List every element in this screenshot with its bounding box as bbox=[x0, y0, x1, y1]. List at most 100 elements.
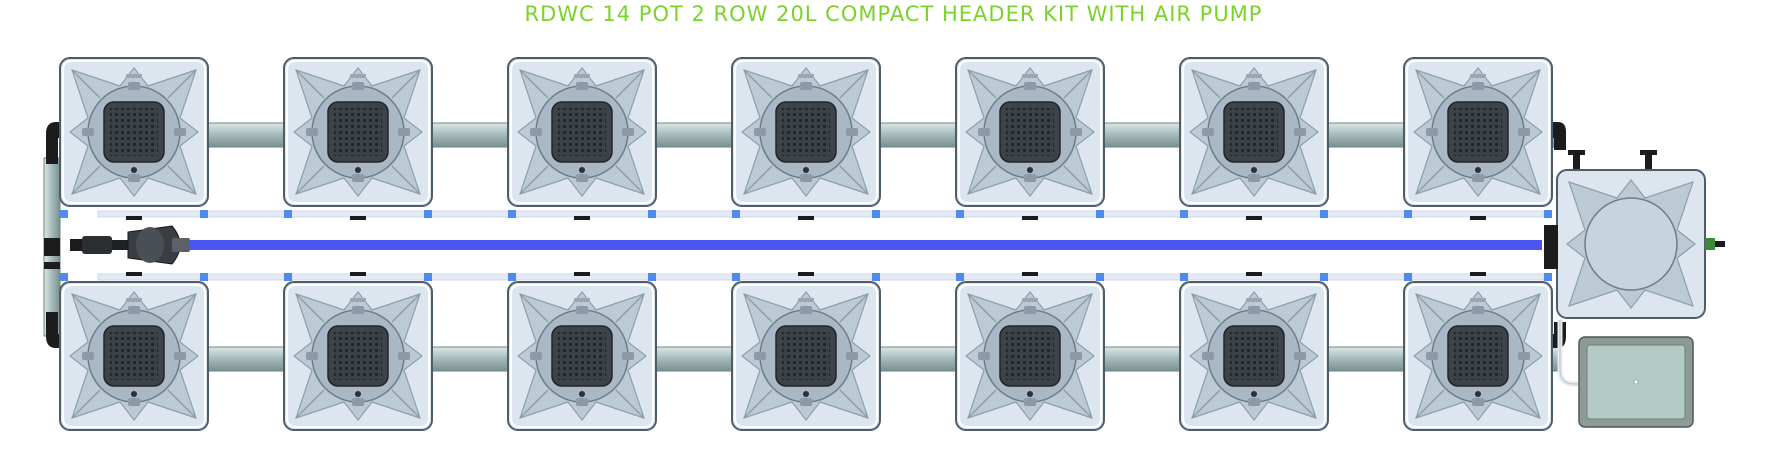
pot-highlight bbox=[1182, 60, 1326, 204]
ring-tab bbox=[1248, 306, 1260, 314]
header-post-right bbox=[1645, 150, 1652, 170]
net-pot-mesh bbox=[558, 332, 606, 380]
ring-tab bbox=[82, 352, 94, 360]
ring-tab bbox=[1248, 398, 1260, 406]
coupler-left bbox=[44, 262, 60, 269]
pot-clip-bottom bbox=[350, 272, 366, 276]
ring-tab bbox=[622, 352, 634, 360]
air-stone-connector-top bbox=[1320, 210, 1328, 218]
ring-tab bbox=[978, 128, 990, 136]
ring-tab bbox=[1024, 82, 1036, 90]
lid-ridges bbox=[519, 293, 645, 419]
header-post-left bbox=[1573, 150, 1580, 170]
pot-1 bbox=[59, 57, 209, 207]
pot-clip-bottom bbox=[574, 272, 590, 276]
pot-highlight bbox=[62, 284, 206, 428]
air-stone-connector-bottom bbox=[284, 273, 292, 281]
air-stone-connector-top bbox=[200, 210, 208, 218]
ring-tab bbox=[1472, 174, 1484, 182]
drain-indicator bbox=[1475, 391, 1481, 397]
ring-tab bbox=[1070, 352, 1082, 360]
ring-tab bbox=[846, 352, 858, 360]
pot-clip-top bbox=[1470, 216, 1486, 220]
air-stone-connector-bottom bbox=[732, 273, 740, 281]
ring-tab bbox=[978, 352, 990, 360]
header-outlet-valve bbox=[1705, 238, 1715, 250]
ring-tab bbox=[846, 128, 858, 136]
air-stone-connector-bottom bbox=[200, 273, 208, 281]
pot-clip-top bbox=[798, 216, 814, 220]
pot-highlight bbox=[1406, 60, 1550, 204]
ring-tab bbox=[754, 352, 766, 360]
pot-handle bbox=[1022, 298, 1038, 302]
pot-clip-top bbox=[1022, 216, 1038, 220]
pot-handle bbox=[798, 298, 814, 302]
header-post-cap-right bbox=[1640, 150, 1657, 155]
air-stone-connector-bottom bbox=[1180, 273, 1188, 281]
pot-clip-bottom bbox=[798, 272, 814, 276]
control-box-indicator bbox=[1633, 379, 1639, 385]
drain-indicator bbox=[131, 167, 137, 173]
ring-tab bbox=[82, 128, 94, 136]
air-stone-connector-top bbox=[1096, 210, 1104, 218]
pot-highlight bbox=[1406, 284, 1550, 428]
air-connector bbox=[112, 240, 128, 250]
drain-indicator bbox=[1027, 167, 1033, 173]
ring-tab bbox=[576, 174, 588, 182]
pot-clip-bottom bbox=[1470, 272, 1486, 276]
drain-indicator bbox=[803, 167, 809, 173]
net-pot-mesh bbox=[110, 108, 158, 156]
pot-highlight bbox=[286, 60, 430, 204]
pot-highlight bbox=[286, 284, 430, 428]
pot-10 bbox=[507, 281, 657, 431]
pot-handle bbox=[574, 74, 590, 78]
air-stone-connector-top bbox=[424, 210, 432, 218]
net-pot-mesh bbox=[110, 332, 158, 380]
ring-tab bbox=[1248, 174, 1260, 182]
pot-highlight bbox=[62, 60, 206, 204]
air-pump-assembly bbox=[70, 225, 190, 265]
lid-ridges bbox=[1191, 69, 1317, 195]
air-pump-outlet bbox=[172, 238, 190, 252]
ring-tab bbox=[1070, 128, 1082, 136]
net-pot-mesh bbox=[1006, 332, 1054, 380]
air-stone-connector-bottom bbox=[1404, 273, 1412, 281]
ring-tab bbox=[352, 174, 364, 182]
ring-tab bbox=[1248, 82, 1260, 90]
air-stone-connector-top bbox=[60, 210, 68, 218]
ring-tab bbox=[800, 174, 812, 182]
drain-indicator bbox=[355, 391, 361, 397]
pot-highlight bbox=[1182, 284, 1326, 428]
ring-tab bbox=[1024, 398, 1036, 406]
ring-tab bbox=[174, 352, 186, 360]
air-stone-connector-top bbox=[284, 210, 292, 218]
lid-ridges bbox=[743, 293, 869, 419]
net-pot-mesh bbox=[334, 332, 382, 380]
ring-tab bbox=[352, 82, 364, 90]
air-stone-connector-bottom bbox=[1544, 273, 1552, 281]
ring-tab bbox=[800, 306, 812, 314]
ring-tab bbox=[1426, 128, 1438, 136]
ring-tab bbox=[1202, 352, 1214, 360]
pot-clip-bottom bbox=[1246, 272, 1262, 276]
pot-handle bbox=[798, 74, 814, 78]
pot-handle bbox=[1246, 298, 1262, 302]
net-pot-mesh bbox=[1454, 108, 1502, 156]
air-stone-connector-top bbox=[1544, 210, 1552, 218]
drain-indicator bbox=[1027, 391, 1033, 397]
pot-8 bbox=[59, 281, 209, 431]
pot-14 bbox=[1403, 281, 1553, 431]
drain-indicator bbox=[579, 391, 585, 397]
drain-indicator bbox=[579, 167, 585, 173]
header-assembly bbox=[1544, 150, 1725, 428]
tee-left bbox=[44, 238, 60, 256]
pot-highlight bbox=[510, 284, 654, 428]
net-pot-mesh bbox=[558, 108, 606, 156]
lid-ridges bbox=[1415, 293, 1541, 419]
pot-handle bbox=[1470, 74, 1486, 78]
net-pot-mesh bbox=[1006, 108, 1054, 156]
ring-tab bbox=[398, 352, 410, 360]
ring-tab bbox=[128, 174, 140, 182]
air-stone-connector-bottom bbox=[60, 273, 68, 281]
